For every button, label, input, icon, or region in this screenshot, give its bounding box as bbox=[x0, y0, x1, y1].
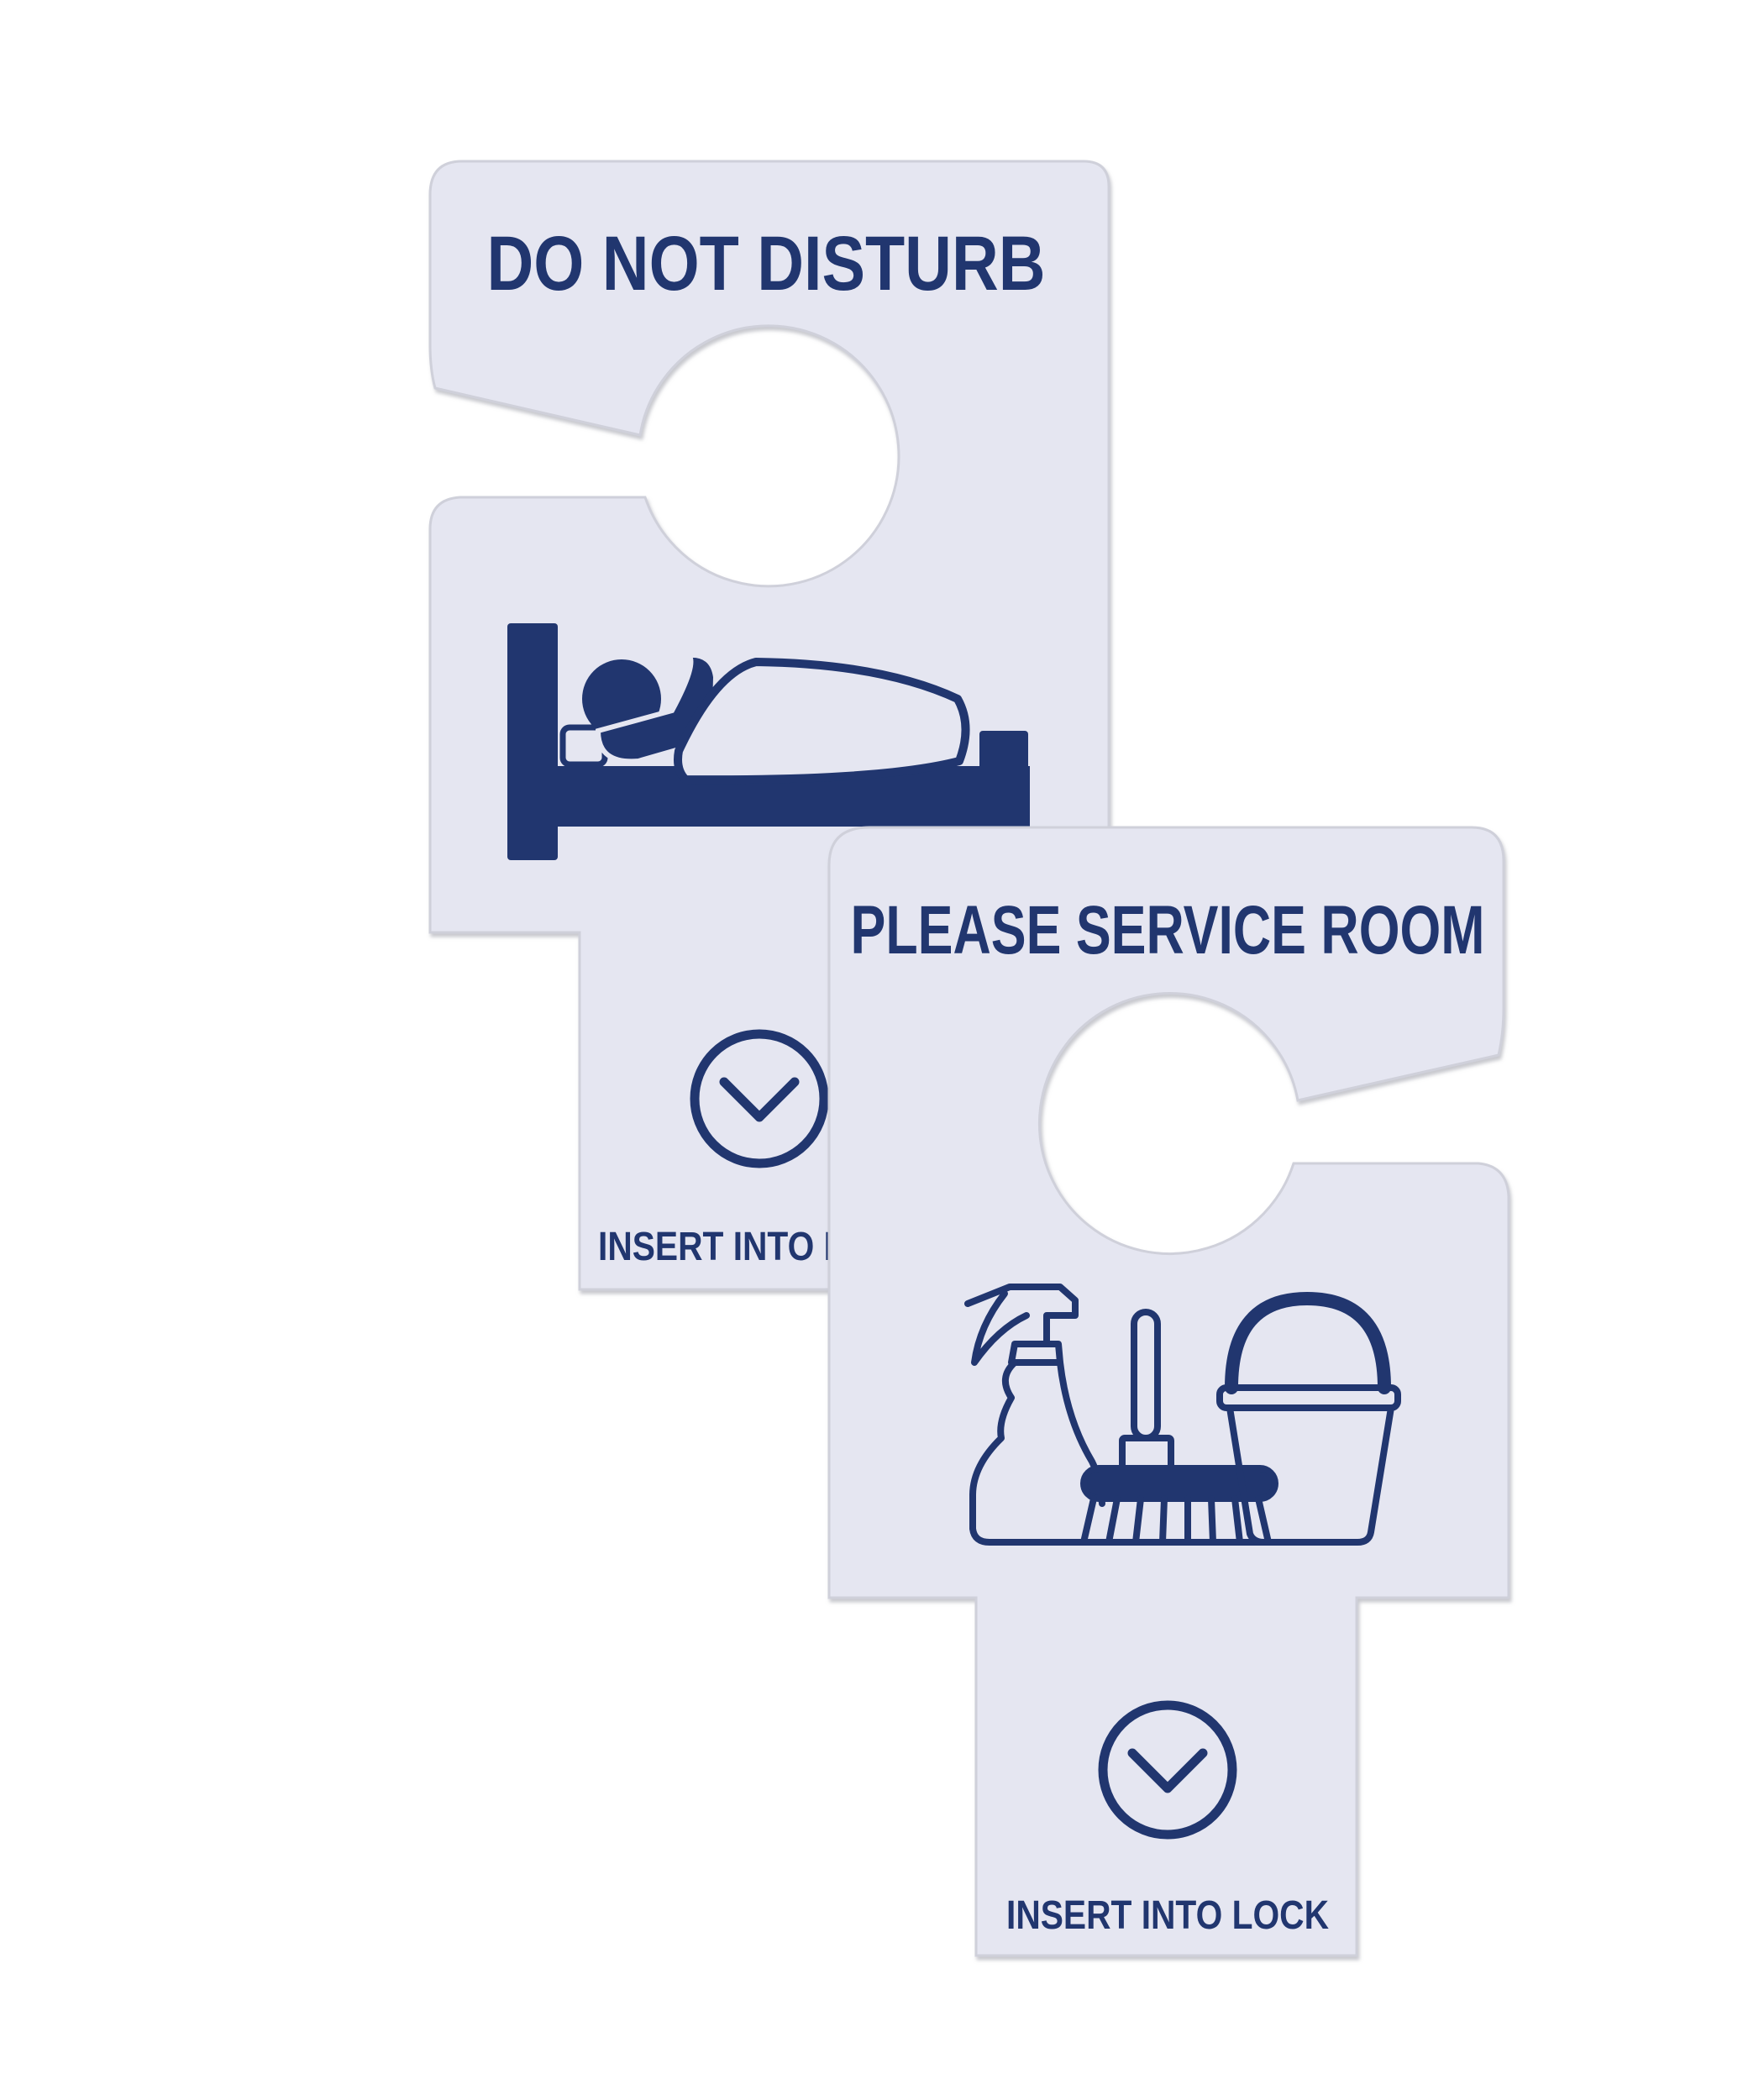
chevron-down-circle-icon bbox=[690, 1029, 829, 1168]
hanger-footer-please-service-room: INSERT INTO LOCK bbox=[1006, 1893, 1329, 1938]
chevron-down-circle-icon bbox=[1098, 1700, 1237, 1840]
scrub-brush-icon bbox=[1080, 1309, 1278, 1546]
hanger-title-do-not-disturb: DO NOT DISTURB bbox=[487, 221, 1046, 307]
cleaning-supplies-icon bbox=[964, 1284, 1401, 1546]
hanger-title-please-service-room: PLEASE SERVICE ROOM bbox=[851, 892, 1485, 969]
door-hanger-please-service-room: PLEASE SERVICE ROOM bbox=[827, 826, 1510, 1957]
hanger-card-please-service-room bbox=[827, 826, 1510, 1957]
bucket-icon bbox=[1216, 1292, 1401, 1546]
